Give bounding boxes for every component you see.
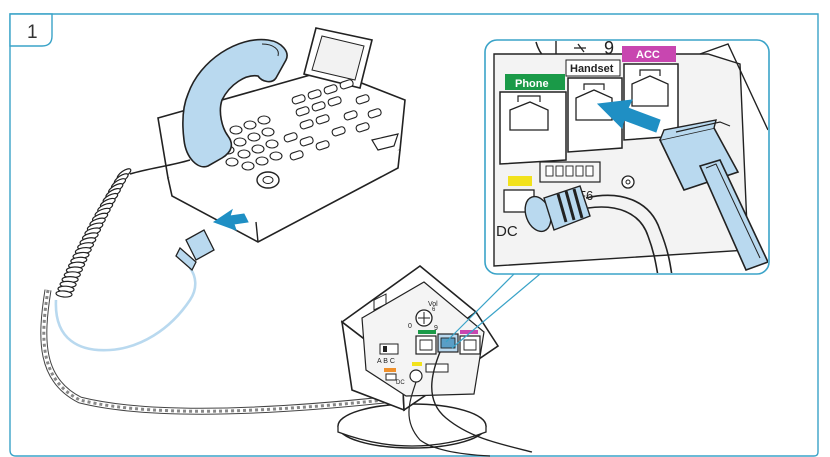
port-phone-label: Phone (515, 78, 549, 90)
abc-switch (380, 344, 398, 354)
coil-turns (56, 167, 133, 298)
dial-mark-low: 0 (408, 323, 412, 330)
inset-dc-label: DC (496, 223, 518, 240)
dip-switch (540, 162, 600, 182)
port-acc-label: ACC (636, 49, 660, 61)
detail-inset: 9 Phone Handset ACC (485, 38, 769, 276)
base-switch-label: A B C (377, 358, 395, 365)
base-dc-label: DC (396, 380, 405, 386)
base-dc-jack (410, 370, 422, 382)
step-number: 1 (27, 22, 38, 43)
base-station: Vol 0 9 6 A B C DC (338, 266, 498, 448)
base-port-phone (416, 336, 436, 354)
rj-plug (176, 230, 214, 270)
step-badge: 1 (10, 14, 52, 46)
port-handset-label: Handset (570, 63, 614, 75)
